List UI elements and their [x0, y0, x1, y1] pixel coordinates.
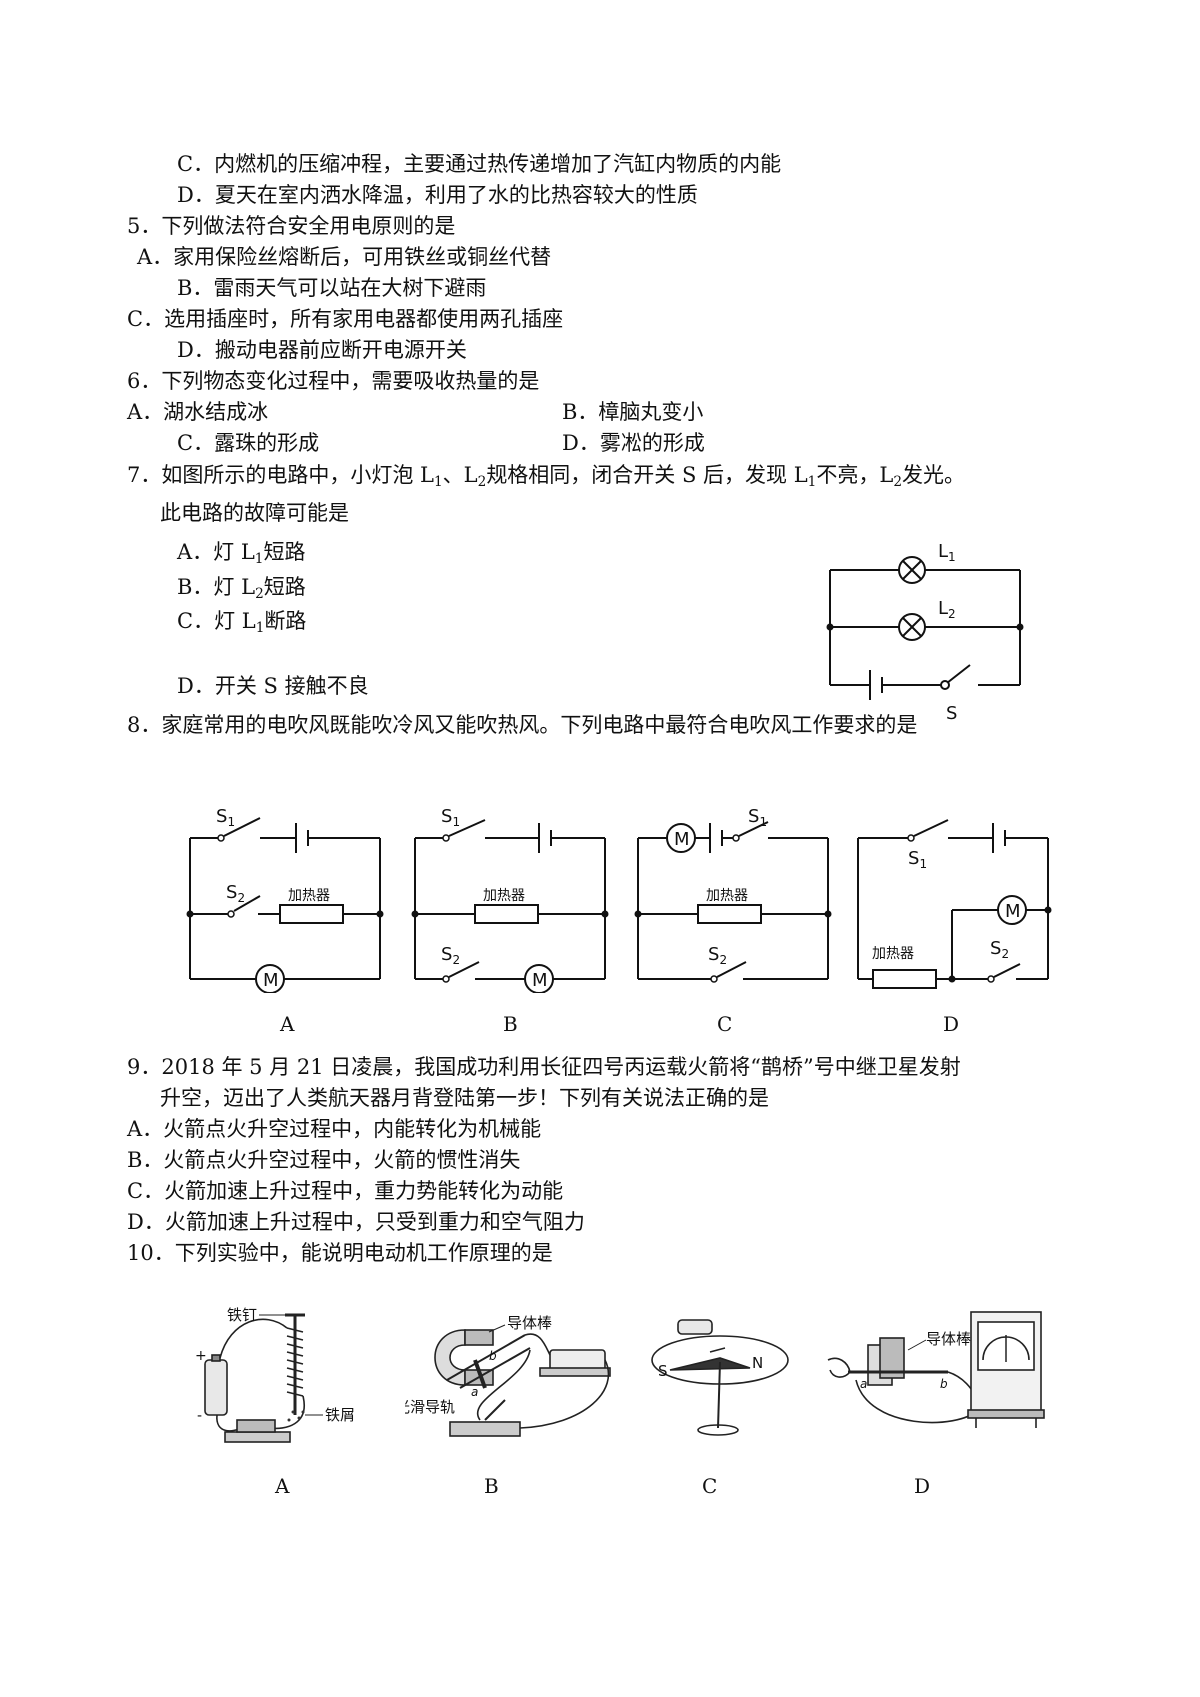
label-rail: 光滑导轨 — [405, 1398, 455, 1416]
label-l2: L2 — [938, 598, 956, 621]
svg-text:S1: S1 — [908, 848, 927, 871]
svg-text:加热器: 加热器 — [706, 888, 748, 904]
q6-option-c: C．露珠的形成 — [177, 431, 320, 455]
svg-text:a: a — [860, 1377, 867, 1391]
motor-label: M — [263, 970, 279, 991]
label-filings: 铁屑 — [325, 1406, 355, 1424]
svg-text:S2: S2 — [441, 944, 460, 967]
svg-text:M: M — [532, 970, 548, 991]
junction-right — [1016, 623, 1024, 631]
svg-text:S1: S1 — [748, 808, 767, 829]
q8-stem: 8．家庭常用的电吹风既能吹冷风又能吹热风。下列电路中最符合电吹风工作要求的是 — [127, 713, 918, 737]
svg-text:S1: S1 — [441, 808, 460, 829]
svg-text:S2: S2 — [226, 882, 245, 905]
q5-option-d: D．搬动电器前应断开电源开关 — [177, 338, 467, 362]
lamp-l1-symbol — [898, 556, 926, 584]
q8-label-b: B — [503, 1012, 518, 1036]
q10-figure-d-galvanometer: 导体棒 a b — [827, 1311, 1045, 1428]
q7-option-c: C．灯 L1断路 — [177, 609, 307, 637]
heater-label: 加热器 — [288, 888, 330, 904]
q8-circuit-d: M 加热器 S1 S2 — [857, 819, 1052, 989]
q9-option-d: D．火箭加速上升过程中，只受到重力和空气阻力 — [127, 1210, 585, 1234]
label-rod: 导体棒 — [926, 1330, 971, 1348]
lamp-l2-symbol — [898, 613, 926, 641]
q10-label-c: C — [702, 1474, 718, 1498]
svg-text:-: - — [197, 1408, 202, 1424]
label-s: S — [658, 1362, 668, 1380]
svg-text:b: b — [940, 1377, 948, 1391]
q9-option-c: C．火箭加速上升过程中，重力势能转化为动能 — [127, 1179, 564, 1203]
svg-text:加热器: 加热器 — [872, 946, 914, 962]
q7-option-a: A．灯 L1短路 — [177, 540, 306, 568]
q10-figure-c-compass: N S — [651, 1319, 789, 1436]
q6-option-b: B．樟脑丸变小 — [562, 400, 704, 424]
q6-stem: 6．下列物态变化过程中，需要吸收热量的是 — [127, 369, 540, 393]
q5-option-a: A．家用保险丝熔断后，可用铁丝或铜丝代替 — [137, 245, 552, 269]
q10-stem: 10．下列实验中，能说明电动机工作原理的是 — [127, 1241, 553, 1265]
q8-circuit-c: M 加热器 S1 S2 — [634, 808, 832, 983]
svg-text:M: M — [674, 829, 690, 850]
svg-text:S2: S2 — [708, 944, 727, 967]
q9-option-a: A．火箭点火升空过程中，内能转化为机械能 — [127, 1117, 542, 1141]
svg-text:加热器: 加热器 — [483, 888, 525, 904]
q7-option-b: B．灯 L2短路 — [177, 575, 306, 603]
q10-figure-a-electromagnet: 铁钉 铁屑 + - — [195, 1306, 355, 1443]
svg-text:S2: S2 — [990, 938, 1009, 961]
q4-option-c: C．内燃机的压缩冲程，主要通过热传递增加了汽缸内物质的内能 — [177, 152, 782, 176]
svg-text:a: a — [471, 1385, 478, 1399]
junction-left — [826, 623, 834, 631]
q8-circuit-a: M 加热器 S1 S2 — [186, 808, 384, 993]
q8-label-a: A — [280, 1012, 295, 1036]
q5-option-c: C．选用插座时，所有家用电器都使用两孔插座 — [127, 307, 564, 331]
q4-option-d: D．夏天在室内洒水降温，利用了水的比热容较大的性质 — [177, 183, 698, 207]
q10-label-a: A — [275, 1474, 290, 1498]
svg-text:b: b — [489, 1349, 497, 1363]
q8-label-d: D — [943, 1012, 960, 1036]
q6-option-a: A．湖水结成冰 — [127, 400, 269, 424]
q10-label-b: B — [484, 1474, 499, 1498]
q7-option-d: D．开关 S 接触不良 — [177, 674, 369, 698]
label-l1: L1 — [938, 541, 956, 564]
svg-text:S1: S1 — [216, 808, 235, 829]
q5-option-b: B．雷雨天气可以站在大树下避雨 — [177, 276, 487, 300]
q10-label-d: D — [914, 1474, 931, 1498]
q10-figure-b-rails: 导体棒 光滑导轨 a b — [405, 1314, 611, 1437]
q7-stem: 7．如图所示的电路中，小灯泡 L1、L2规格相同，闭合开关 S 后，发现 L1不… — [127, 463, 965, 491]
svg-text:M: M — [1005, 901, 1021, 922]
q8-circuit-b: M 加热器 S1 S2 — [411, 808, 609, 993]
label-s: S — [946, 703, 957, 720]
q9-stem-line1: 9．2018 年 5 月 21 日凌晨，我国成功利用长征四号丙运载火箭将“鹊桥”… — [127, 1055, 961, 1079]
q6-option-d: D．雾凇的形成 — [562, 431, 705, 455]
svg-text:+: + — [195, 1348, 207, 1364]
q5-stem: 5．下列做法符合安全用电原则的是 — [127, 214, 456, 238]
label-nail: 铁钉 — [227, 1306, 257, 1324]
label-rod: 导体棒 — [507, 1314, 552, 1332]
switch-pivot — [940, 680, 950, 690]
q7-stem-line2: 此电路的故障可能是 — [160, 501, 349, 525]
q9-stem-line2: 升空，迈出了人类航天器月背登陆第一步！下列有关说法正确的是 — [160, 1086, 769, 1110]
q8-label-c: C — [717, 1012, 733, 1036]
q9-option-b: B．火箭点火升空过程中，火箭的惯性消失 — [127, 1148, 521, 1172]
label-n: N — [752, 1354, 763, 1372]
q7-circuit-figure: L1 L2 S — [826, 541, 1024, 720]
